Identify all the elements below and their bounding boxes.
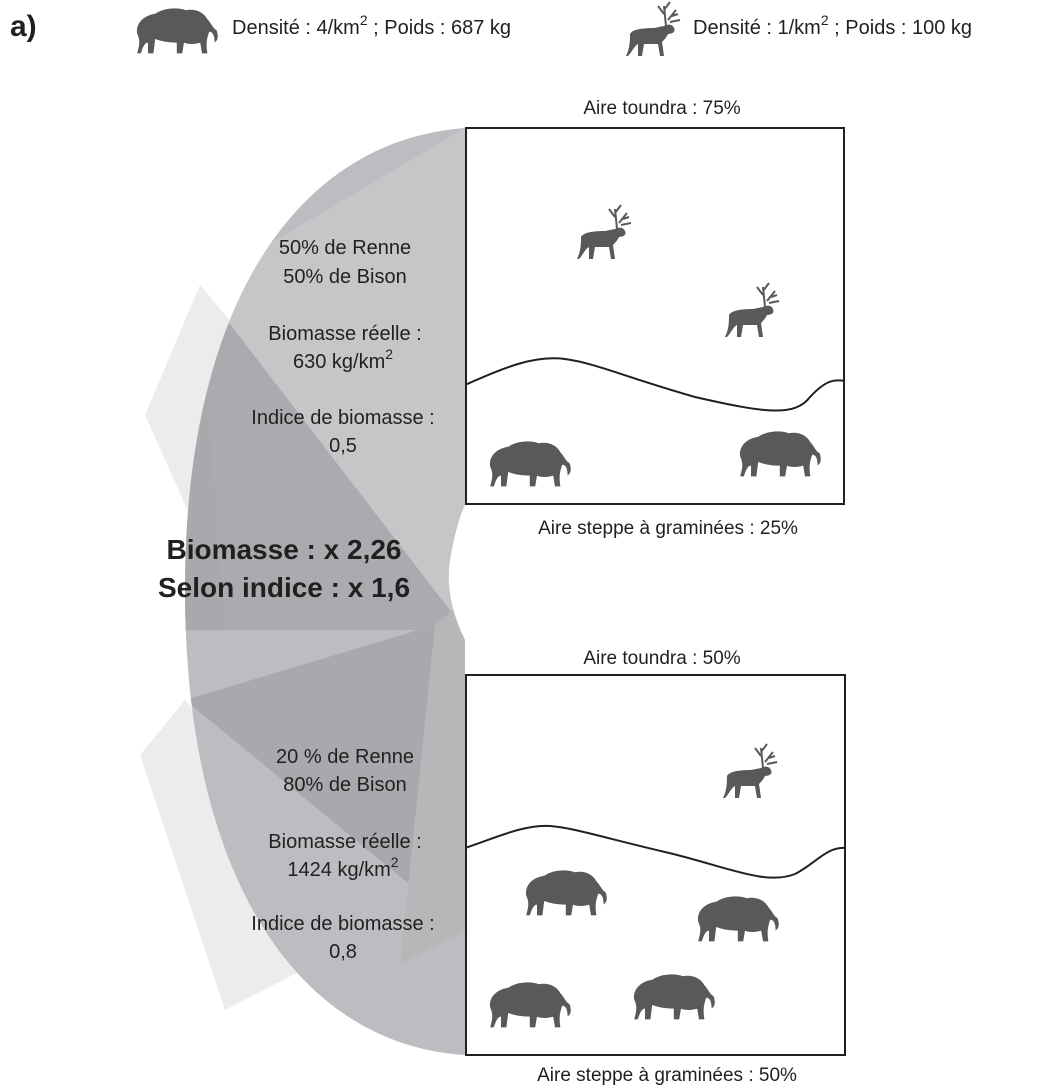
- legend-reindeer-text: Densité : 1/km2 ; Poids : 100 kg: [693, 13, 973, 40]
- reindeer-icon: [626, 1, 681, 56]
- panel2-box: [465, 674, 846, 1056]
- legend-reindeer-density: Densité : 1/km: [693, 17, 821, 39]
- legend-reindeer-weight: ; Poids : 100 kg: [828, 17, 973, 39]
- reindeer-icon: [723, 743, 778, 798]
- panel2-biomass-sup: 2: [390, 854, 399, 870]
- comparison-index: Selon indice : x 1,6: [157, 572, 411, 603]
- panel1-composition-1: 50% de Renne: [278, 237, 412, 259]
- bison-icon: [489, 982, 571, 1028]
- comparison-biomass: Biomasse : x 2,26: [166, 534, 402, 565]
- reindeer-icon: [577, 204, 632, 259]
- panel2-index-value: 0,8: [329, 941, 357, 963]
- panel2-composition-1: 20 % de Renne: [276, 746, 414, 768]
- legend-bison-text: Densité : 4/km2 ; Poids : 687 kg: [232, 13, 512, 40]
- reindeer-icon: [725, 282, 780, 337]
- bison-icon: [525, 870, 607, 916]
- panel2-top-label: Aire toundra : 50%: [583, 648, 741, 669]
- panel1-composition-2: 50% de Bison: [283, 266, 407, 288]
- panel1-box: [465, 127, 845, 505]
- bison-icon: [136, 8, 218, 54]
- bison-icon: [489, 441, 571, 487]
- panel2-index-label: Indice de biomasse :: [251, 913, 435, 935]
- panel1-biomass-value-wrap: 630 kg/km2: [292, 347, 393, 374]
- bison-icon: [697, 896, 779, 942]
- arc-facet-dark-3: [185, 625, 465, 930]
- arc-facet-mid-2: [400, 600, 465, 965]
- panel1-bottom-label: Aire steppe à graminées : 25%: [538, 518, 798, 539]
- arc-facet-dark-2: [200, 285, 465, 630]
- panel1-index-label: Indice de biomasse :: [251, 407, 435, 429]
- panel2-boundary-line: [465, 824, 846, 879]
- legend-bison-sup: 2: [359, 12, 368, 28]
- panel1-biomass-sup: 2: [385, 346, 394, 362]
- legend-bison-density: Densité : 4/km: [232, 17, 360, 39]
- bison-icon: [739, 431, 821, 477]
- panel2-biomass-value-wrap: 1424 kg/km2: [287, 855, 398, 882]
- bison-icon: [633, 974, 715, 1020]
- panel1-boundary-line: [465, 357, 845, 412]
- panel2-composition-2: 80% de Bison: [283, 774, 407, 796]
- panel1-top-label: Aire toundra : 75%: [583, 98, 741, 119]
- legend-bison-weight: ; Poids : 687 kg: [367, 17, 512, 39]
- legend-reindeer-sup: 2: [820, 12, 829, 28]
- panel2-biomass-label: Biomasse réelle :: [268, 831, 422, 853]
- arc-facet-mid-1: [200, 128, 465, 630]
- panel1-biomass-value: 630 kg/km: [292, 351, 386, 373]
- panel2-biomass-value: 1424 kg/km: [287, 859, 391, 881]
- figure-label: a): [10, 10, 37, 43]
- panel2-bottom-label: Aire steppe à graminées : 50%: [537, 1065, 797, 1086]
- panel1-index-value: 0,5: [329, 435, 357, 457]
- panel1-biomass-label: Biomasse réelle :: [268, 323, 422, 345]
